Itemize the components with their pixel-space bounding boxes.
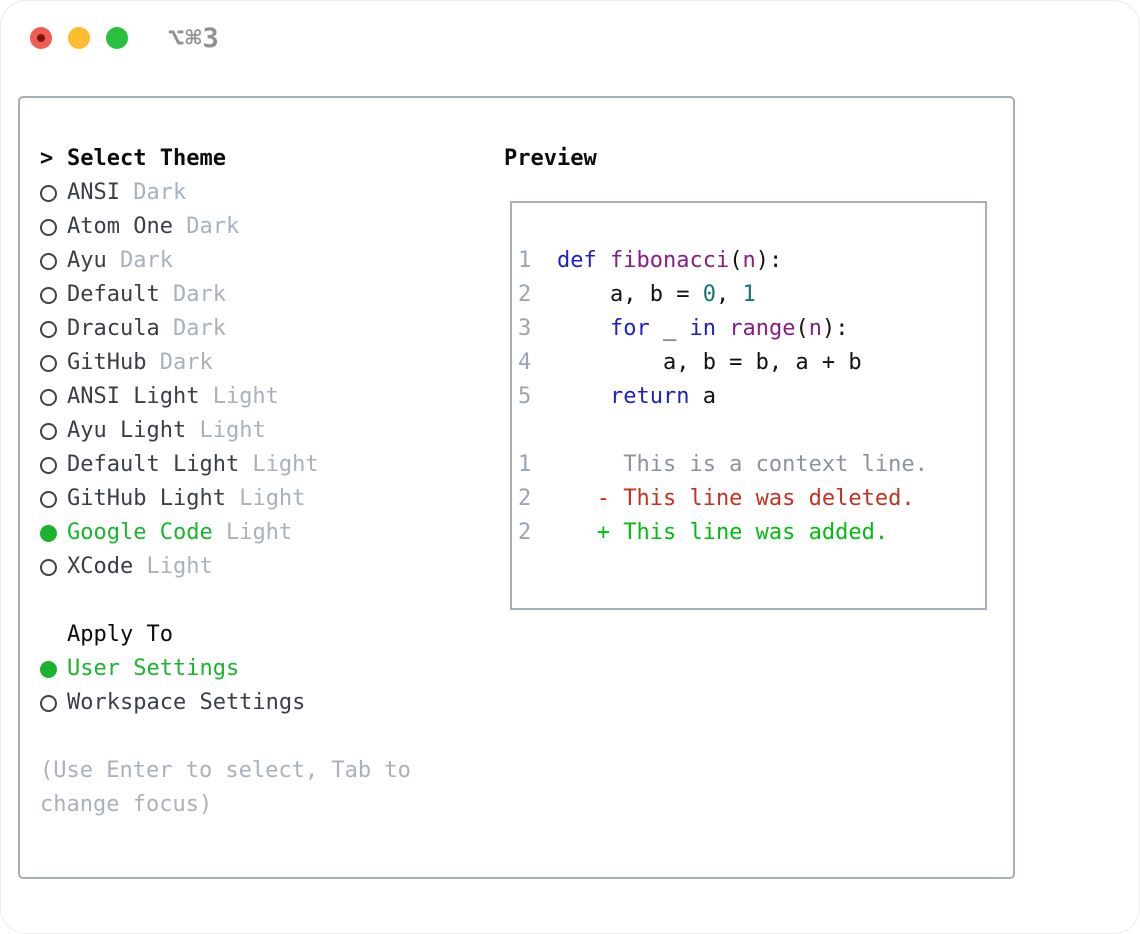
radio-icon bbox=[40, 252, 57, 270]
theme-name: Default Light bbox=[67, 452, 240, 477]
window-title: ⌥⌘3 bbox=[168, 22, 220, 54]
theme-variant: Dark bbox=[106, 248, 173, 273]
radio-icon bbox=[40, 558, 57, 576]
theme-variant: Dark bbox=[119, 180, 187, 205]
radio-selected-icon bbox=[40, 660, 57, 678]
diff-line-added: 2 + This line was added. bbox=[518, 516, 985, 550]
theme-name: XCode bbox=[67, 554, 134, 579]
minimize-button[interactable] bbox=[68, 27, 90, 49]
select-theme-heading: > Select Theme bbox=[40, 142, 470, 176]
line-number: 2 bbox=[518, 520, 532, 545]
preview-heading: Preview bbox=[504, 146, 597, 171]
radio-icon bbox=[40, 388, 57, 406]
theme-variant: Light bbox=[133, 554, 213, 579]
radio-icon bbox=[40, 320, 57, 338]
theme-item-default[interactable]: Default Dark bbox=[40, 278, 470, 312]
diff-line-context: 1 This is a context line. bbox=[518, 448, 985, 482]
theme-variant: Light bbox=[186, 418, 266, 443]
theme-name: Ayu bbox=[67, 248, 107, 273]
apply-to-label: Apply To bbox=[67, 622, 173, 647]
hint-text: (Use Enter to select, Tab to change focu… bbox=[40, 758, 411, 817]
line-number: 1 bbox=[518, 452, 532, 477]
theme-name: ANSI bbox=[67, 180, 120, 205]
theme-variant: Light bbox=[239, 452, 319, 477]
radio-icon bbox=[40, 694, 57, 712]
code-line: 3 for _ in range(n): bbox=[518, 312, 985, 346]
line-number: 3 bbox=[518, 316, 532, 341]
select-theme-label: Select Theme bbox=[67, 146, 226, 171]
theme-item-xcode[interactable]: XCode Light bbox=[40, 550, 470, 584]
theme-name: Google Code bbox=[67, 520, 213, 545]
line-number: 2 bbox=[518, 282, 532, 307]
code-line: 4 a, b = b, a + b bbox=[518, 346, 985, 380]
radio-icon bbox=[40, 456, 57, 474]
line-number: 2 bbox=[518, 486, 532, 511]
theme-item-google-code[interactable]: Google Code Light bbox=[40, 516, 470, 550]
line-number: 4 bbox=[518, 350, 532, 375]
selection-pointer-icon: > bbox=[40, 146, 54, 171]
theme-item-dracula[interactable]: Dracula Dark bbox=[40, 312, 470, 346]
theme-item-ayu-light[interactable]: Ayu Light Light bbox=[40, 414, 470, 448]
theme-item-ayu[interactable]: Ayu Dark bbox=[40, 244, 470, 278]
diff-line-deleted: 2 - This line was deleted. bbox=[518, 482, 985, 516]
theme-item-github[interactable]: GitHub Dark bbox=[40, 346, 470, 380]
theme-name: Default bbox=[67, 282, 160, 307]
theme-variant: Light bbox=[199, 384, 279, 409]
line-number: 1 bbox=[518, 248, 532, 273]
radio-selected-icon bbox=[40, 524, 57, 542]
spacer bbox=[40, 584, 470, 618]
theme-item-atom-one[interactable]: Atom One Dark bbox=[40, 210, 470, 244]
apply-option-user-settings[interactable]: User Settings bbox=[40, 652, 470, 686]
theme-variant: Light bbox=[212, 520, 293, 545]
theme-variant: Dark bbox=[172, 214, 240, 239]
radio-icon bbox=[40, 184, 57, 202]
spacer bbox=[518, 414, 985, 448]
radio-icon bbox=[40, 354, 57, 372]
theme-variant: Dark bbox=[146, 350, 213, 375]
theme-item-ansi[interactable]: ANSI Dark bbox=[40, 176, 470, 210]
close-button[interactable] bbox=[30, 27, 52, 49]
code-line: 2 a, b = 0, 1 bbox=[518, 278, 985, 312]
radio-icon bbox=[40, 422, 57, 440]
theme-name: Atom One bbox=[67, 214, 173, 239]
theme-item-ansi-light[interactable]: ANSI Light Light bbox=[40, 380, 470, 414]
zoom-button[interactable] bbox=[106, 27, 128, 49]
radio-icon bbox=[40, 218, 57, 236]
window-titlebar: ⌥⌘3 bbox=[30, 23, 220, 54]
theme-item-github-light[interactable]: GitHub Light Light bbox=[40, 482, 470, 516]
line-number: 5 bbox=[518, 384, 532, 409]
theme-variant: Dark bbox=[159, 282, 226, 307]
radio-icon bbox=[40, 286, 57, 304]
theme-variant: Light bbox=[225, 486, 306, 511]
apply-to-heading: Apply To bbox=[40, 618, 470, 652]
theme-variant: Dark bbox=[159, 316, 226, 341]
radio-icon bbox=[40, 490, 57, 508]
theme-item-default-light[interactable]: Default Light Light bbox=[40, 448, 470, 482]
theme-name: ANSI Light bbox=[67, 384, 200, 409]
apply-option-label: User Settings bbox=[67, 656, 240, 681]
apply-option-workspace-settings[interactable]: Workspace Settings bbox=[40, 686, 470, 720]
theme-name: GitHub Light bbox=[67, 486, 226, 511]
theme-name: Ayu Light bbox=[67, 418, 187, 443]
diff-preview: 1 This is a context line.2 - This line w… bbox=[518, 448, 985, 550]
apply-option-label: Workspace Settings bbox=[67, 690, 306, 715]
code-line: 5 return a bbox=[518, 380, 985, 414]
theme-name: GitHub bbox=[67, 350, 147, 375]
theme-name: Dracula bbox=[67, 316, 160, 341]
